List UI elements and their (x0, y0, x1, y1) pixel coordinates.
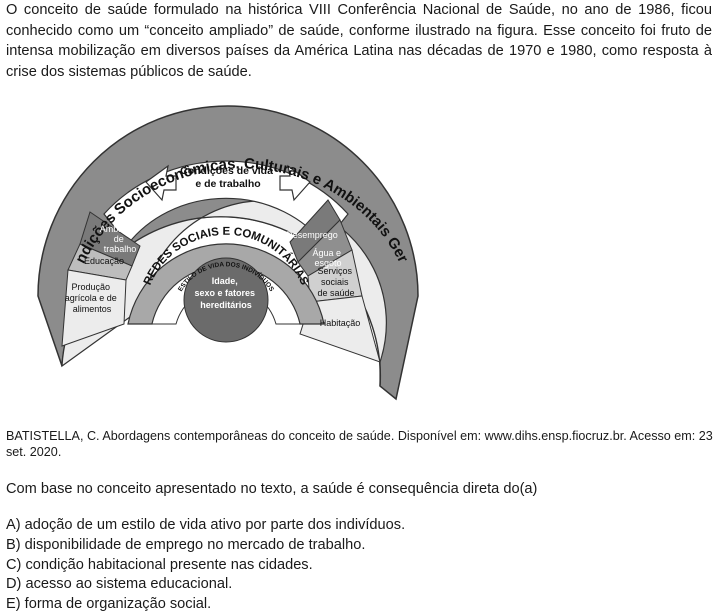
determinants-figure: Condições Socioeconômicas, Culturais e A… (23, 91, 419, 401)
health-services-label: Serviços sociais de saúde (317, 266, 354, 298)
citation: BATISTELLA, C. Abordagens contemporâneas… (6, 429, 713, 459)
living-conditions-label: Condições de vida e de trabalho (180, 165, 276, 190)
option-a[interactable]: A) adoção de um estilo de vida ativo por… (6, 517, 406, 533)
health-determinants-diagram: Condições Socioeconômicas, Culturais e A… (23, 91, 428, 404)
core-label: Idade, sexo e fatores hereditários (194, 276, 257, 310)
answer-options: A) adoção de um estilo de vida ativo por… (6, 516, 714, 615)
question-stem: Com base no conceito apresentado no text… (6, 481, 538, 497)
education-label: Educação (84, 256, 124, 266)
left-arrow-icon (145, 164, 177, 202)
water-label: Água e esgoto (312, 248, 343, 268)
work-environment-label: Ambiente de trabalho (100, 224, 141, 254)
core-circle (183, 257, 269, 343)
intro-paragraph: O conceito de saúde formulado na históri… (6, 2, 712, 80)
agriculture-label: Produção agrícola e de alimentos (65, 282, 120, 314)
housing-label: Habitação (320, 318, 361, 328)
option-d[interactable]: D) acesso ao sistema educacional. (6, 576, 233, 593)
unemployment-label: Desemprego (286, 230, 338, 240)
option-c[interactable]: C) condição habitacional presente nas ci… (6, 556, 313, 573)
option-b[interactable]: B) disponibilidade de emprego no mercado… (6, 536, 366, 553)
sector-agriculture (61, 269, 127, 347)
right-arrow-icon (279, 164, 311, 202)
option-e[interactable]: E) forma de organização social. (6, 596, 212, 613)
sector-band (61, 200, 387, 387)
